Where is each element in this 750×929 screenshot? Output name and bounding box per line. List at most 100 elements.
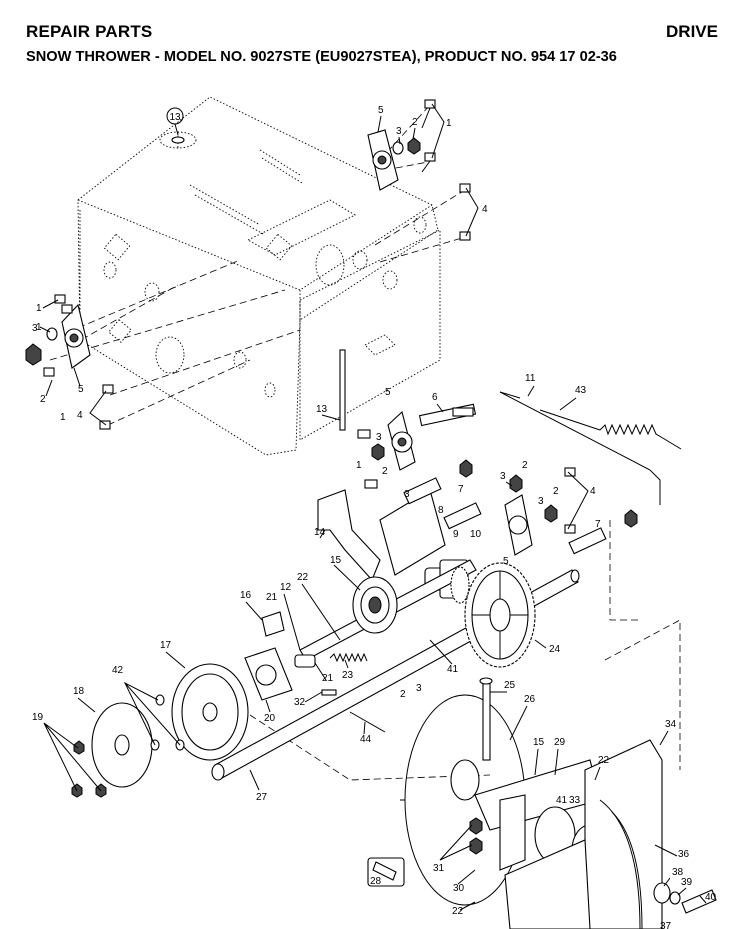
bearing-housing-20 (244, 647, 316, 701)
callout: 21 (266, 592, 278, 603)
callout: 1 (60, 412, 66, 423)
callout-labels: 13 5 3 2 1 1 4 1 3 2 5 1 4 11 43 6 5 3 2… (32, 105, 717, 929)
callout: 19 (32, 712, 44, 723)
callout: 29 (554, 737, 566, 748)
callout: 3 (500, 471, 506, 482)
callout: 12 (280, 582, 292, 593)
callout: 4 (77, 410, 83, 421)
callout: 15 (533, 737, 545, 748)
callout: 43 (575, 385, 587, 396)
callout: 10 (470, 529, 482, 540)
callout: 22 (452, 906, 464, 917)
washer-39 (669, 891, 681, 905)
callout: 1 (356, 460, 362, 471)
callout: 22 (297, 572, 309, 583)
callout: 2 (40, 394, 46, 405)
callout: 18 (73, 686, 85, 697)
callout: 44 (360, 734, 372, 745)
callout: 22 (598, 755, 610, 766)
callout: 4 (482, 204, 488, 215)
callout: 1 (446, 118, 452, 129)
callout: 3 (416, 683, 422, 694)
pulley-17 (171, 663, 249, 761)
spring-43 (539, 409, 682, 450)
callout: 20 (264, 713, 276, 724)
washer-38 (653, 882, 671, 904)
callout: 11 (525, 373, 536, 384)
hub-plate-18 (91, 702, 153, 788)
callout: 25 (504, 680, 516, 691)
callout: 26 (524, 694, 536, 705)
callout: 27 (256, 792, 268, 803)
axle-rod-13 (339, 349, 346, 431)
callout: 3 (32, 323, 38, 334)
callout: 2 (553, 486, 559, 497)
callout: 34 (665, 719, 677, 730)
callout-leaders (39, 103, 707, 911)
callout: 2 (412, 117, 418, 128)
callout: 1 (36, 322, 42, 333)
callout: 24 (549, 644, 561, 655)
callout: 7 (458, 484, 464, 495)
callout: 2 (522, 460, 528, 471)
callout: 3 (404, 489, 410, 500)
callout: 38 (672, 867, 684, 878)
callout: 23 (342, 670, 354, 681)
callout: 42 (112, 665, 124, 676)
callout: 33 (569, 795, 581, 806)
callout: 21 (322, 673, 334, 684)
pin-44 (349, 711, 386, 733)
callout: 5 (503, 556, 509, 567)
callout: 7 (595, 519, 601, 530)
page-subtitle: SNOW THROWER - MODEL NO. 9027STE (EU9027… (26, 49, 617, 65)
bracket-16 (261, 611, 285, 637)
washers-42 (150, 694, 185, 751)
flange-bearing-top-left (25, 294, 114, 430)
callout: 13 (316, 404, 328, 415)
shaft-25 (479, 677, 493, 761)
callout: 13 (169, 112, 181, 123)
callout: 28 (370, 876, 382, 887)
callout: 40 (705, 892, 717, 903)
callout: 1 (36, 303, 42, 314)
callout: 17 (160, 640, 172, 651)
callout: 16 (240, 590, 252, 601)
callout: 8 (438, 505, 444, 516)
callout: 5 (378, 105, 384, 116)
drive-bracket-assembly (317, 403, 638, 599)
gear-24 (464, 562, 536, 668)
callout: 5 (78, 384, 84, 395)
frame-34 (504, 739, 663, 929)
callout: 4 (590, 486, 596, 497)
callout: 2 (382, 466, 388, 477)
roll-pin-28 (372, 861, 397, 881)
spring-23 (329, 652, 368, 663)
part-13-top (171, 136, 185, 144)
callout: 6 (432, 392, 438, 403)
callout: 5 (385, 387, 391, 398)
callout: 3 (376, 432, 382, 443)
control-rod-11 (499, 391, 661, 505)
bearing-15 (352, 576, 398, 634)
callout: 3 (396, 126, 402, 137)
callout: 37 (660, 921, 672, 929)
assembly-leaders (49, 104, 681, 781)
callout: 3 (538, 496, 544, 507)
callout: 41 (556, 795, 568, 806)
callout: 2 (400, 689, 406, 700)
callout: 41 (447, 664, 459, 675)
page-title: REPAIR PARTS (26, 22, 153, 41)
bolt-40 (681, 889, 717, 914)
callout: 14 (314, 527, 326, 538)
callout: 30 (453, 883, 465, 894)
callout: 9 (453, 529, 459, 540)
section-title: DRIVE (666, 22, 718, 41)
callout: 32 (294, 697, 306, 708)
callout: 31 (433, 863, 445, 874)
frame-housing (77, 96, 441, 456)
callout: 15 (330, 555, 342, 566)
callout: 39 (681, 877, 693, 888)
callout: 36 (678, 849, 690, 860)
key-32 (321, 689, 337, 696)
